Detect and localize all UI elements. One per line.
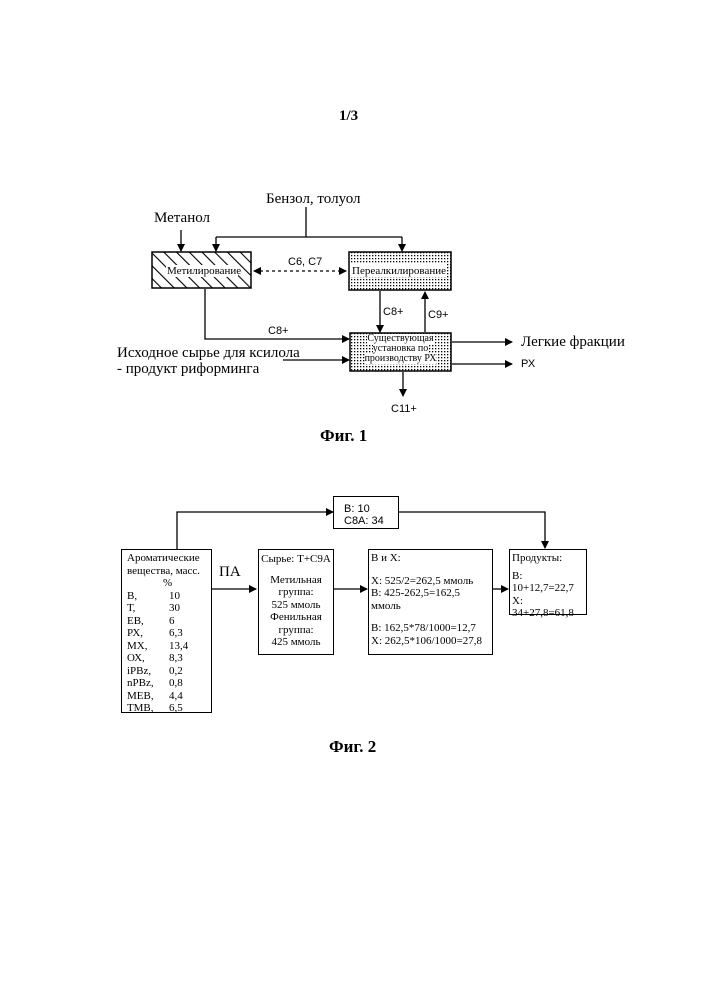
aromatics-row-name: nPBz,	[127, 677, 169, 690]
aromatics-row: ОХ,8,3	[127, 652, 211, 665]
aromatics-row-name: ЕВ,	[127, 615, 169, 628]
feed-box-line5: Фенильная	[259, 611, 333, 624]
c11plus-label: С11+	[391, 403, 417, 415]
pa-label: ПА	[219, 565, 241, 580]
px-out-label: РХ	[521, 358, 535, 370]
products-box-line2: В:	[512, 570, 586, 583]
top-box: В: 10 С8А: 34	[333, 496, 399, 529]
aromatics-row-name: ОХ,	[127, 652, 169, 665]
feed-box-line2: Метильная	[259, 574, 333, 587]
aromatics-box: Ароматические вещества, масс. % В,10Т,30…	[121, 549, 212, 713]
aromatics-row-value: 8,3	[169, 652, 183, 665]
existing-unit-line3: производству РХ	[365, 354, 437, 364]
products-box: Продукты: В: 10+12,7=22,7 Х: 34+27,8=61,…	[509, 549, 587, 615]
aromatics-title-line3: %	[127, 577, 211, 590]
aromatics-row: МЕВ,4,4	[127, 690, 211, 703]
products-box-line3: 10+12,7=22,7	[512, 582, 586, 595]
transalkylation-label: Переалкилирование	[352, 265, 446, 277]
aromatics-row: nPBz,0,8	[127, 677, 211, 690]
aromatics-list: В,10Т,30ЕВ,6РХ,6,3МХ,13,4ОХ,8,3iPBz,0,2n…	[127, 590, 211, 715]
aromatics-row-name: МЕВ,	[127, 690, 169, 703]
top-bypass-to-products	[399, 512, 545, 548]
aromatics-row-value: 30	[169, 602, 180, 615]
aromatics-row: В,10	[127, 590, 211, 603]
products-box-line5: 34+27,8=61,8	[512, 607, 586, 620]
aromatics-row-name: МХ,	[127, 640, 169, 653]
c6-c7-label: С6, С7	[288, 256, 322, 268]
c8plus-down-label: С8+	[383, 306, 404, 318]
aromatics-title-line1: Ароматические	[127, 552, 211, 565]
aromatics-row-name: ТМВ,	[127, 702, 169, 715]
aromatics-row-value: 6,3	[169, 627, 183, 640]
aromatics-row-name: В,	[127, 590, 169, 603]
calc-box-line5: Х: 262,5*106/1000=27,8	[371, 635, 492, 648]
fig1-caption: Фиг. 1	[320, 428, 367, 443]
top-box-line1: В: 10	[344, 503, 398, 515]
feed-box-line1: Сырье: Т+С9А	[259, 553, 333, 566]
feed-label-line1: Исходное сырье для ксилола	[117, 346, 300, 361]
aromatics-row-value: 0,8	[169, 677, 183, 690]
c9plus-up-label: С9+	[428, 309, 449, 321]
products-box-line4: Х:	[512, 595, 586, 608]
aromatics-row: МХ,13,4	[127, 640, 211, 653]
feed-box-line3: группа:	[259, 586, 333, 599]
aromatics-row-name: iPBz,	[127, 665, 169, 678]
feed-box-line6: группа:	[259, 624, 333, 637]
page-number: 1/3	[339, 109, 358, 124]
light-fractions-label: Легкие фракции	[521, 335, 625, 350]
aromatics-row: ЕВ,6	[127, 615, 211, 628]
calc-box-line2: Х: 525/2=262,5 ммоль	[371, 575, 492, 588]
aromatics-row: ТМВ,6,5	[127, 702, 211, 715]
top-bypass-line	[177, 512, 333, 549]
fig2-caption: Фиг. 2	[329, 739, 376, 754]
calc-box-line3: В: 425-262,5=162,5 ммоль	[371, 587, 492, 612]
aromatics-row: Т,30	[127, 602, 211, 615]
top-box-line2: С8А: 34	[344, 515, 398, 527]
products-box-line1: Продукты:	[512, 552, 586, 565]
feed-box-line7: 425 ммоль	[259, 636, 333, 649]
methylation-label: Метилирование	[167, 265, 241, 277]
aromatics-row: iPBz,0,2	[127, 665, 211, 678]
aromatics-row-value: 13,4	[169, 640, 188, 653]
aromatics-row: РХ,6,3	[127, 627, 211, 640]
aromatics-row-value: 4,4	[169, 690, 183, 703]
aromatics-row-name: РХ,	[127, 627, 169, 640]
benzene-toluene-label: Бензол, толуол	[266, 192, 360, 207]
aromatics-title-line2: вещества, масс.	[127, 565, 211, 578]
calc-box: В и Х: Х: 525/2=262,5 ммоль В: 425-262,5…	[368, 549, 493, 655]
aromatics-row-value: 0,2	[169, 665, 183, 678]
existing-unit-text: Существующая установка по производству Р…	[350, 334, 451, 364]
aromatics-row-value: 10	[169, 590, 180, 603]
methanol-label: Метанол	[154, 211, 210, 226]
calc-box-line1: В и Х:	[371, 552, 492, 565]
feed-box: Сырье: Т+С9А Метильная группа: 525 ммоль…	[258, 549, 334, 655]
feed-box-line4: 525 ммоль	[259, 599, 333, 612]
feed-label-line2: - продукт риформинга	[117, 362, 259, 377]
aromatics-row-name: Т,	[127, 602, 169, 615]
aromatics-row-value: 6,5	[169, 702, 183, 715]
aromatics-row-value: 6	[169, 615, 175, 628]
c8plus-left-label: С8+	[268, 325, 289, 337]
calc-box-line4: В: 162,5*78/1000=12,7	[371, 622, 492, 635]
